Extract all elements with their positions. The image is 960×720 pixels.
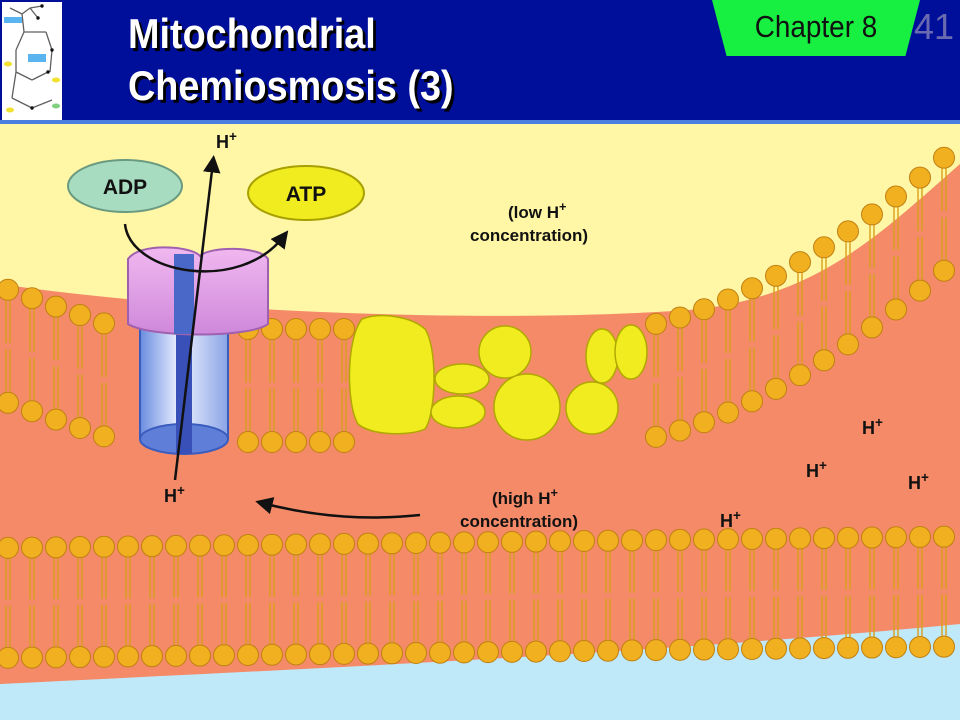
adp-label: ADP (103, 176, 147, 199)
chapter-label: Chapter 8 (754, 9, 878, 44)
slide-title-line-1: Mitochondrial (128, 10, 376, 57)
proton-flow-arrow (173, 155, 221, 481)
complex-circle-2 (493, 373, 561, 441)
complex-large (348, 314, 435, 435)
proton-scatter-3: H+ (908, 470, 929, 493)
proton-scatter-1: H+ (862, 415, 883, 438)
slide-number: 41 (914, 6, 955, 47)
complex-circle-3 (565, 381, 619, 435)
proton-bottom-label: H+ (164, 483, 185, 506)
proton-top-label: H+ (216, 129, 237, 152)
complex-oval-4 (614, 324, 648, 380)
adp-to-atp-arrow (123, 223, 289, 273)
lower-membrane-bilayer (0, 525, 955, 669)
complex-oval-3 (585, 328, 619, 384)
low-concentration-label: (low H+ (508, 199, 566, 222)
complex-oval-2 (430, 395, 486, 429)
high-concentration-label: (high H+ (492, 485, 558, 508)
slide-title-line-2: Chemiosmosis (3) (128, 62, 454, 109)
metabolic-pathway-thumbnail (2, 2, 62, 120)
synthase-neck (174, 254, 194, 334)
gradient-direction-arrow (255, 497, 421, 519)
electron-transport-complexes (348, 314, 648, 441)
adp-oval (67, 159, 183, 213)
proton-scatter-4: H+ (720, 508, 741, 531)
high-concentration-label-2: concentration) (460, 512, 578, 531)
complex-oval-1 (434, 363, 490, 395)
atp-oval (247, 165, 365, 221)
atp-label: ATP (286, 183, 326, 206)
low-concentration-label-2: concentration) (470, 226, 588, 245)
header-rule (0, 120, 960, 124)
chapter-tab: Chapter 8 (712, 0, 920, 56)
proton-scatter-2: H+ (806, 458, 827, 481)
intermembrane-space-region (0, 164, 960, 720)
complex-circle-1 (478, 325, 532, 379)
chemiosmosis-diagram: ADP ATP H+ H+ (low H+ concentration) (hi… (0, 124, 960, 720)
title-bar: Mitochondrial Chemiosmosis (3) Chapter 8… (0, 0, 960, 122)
